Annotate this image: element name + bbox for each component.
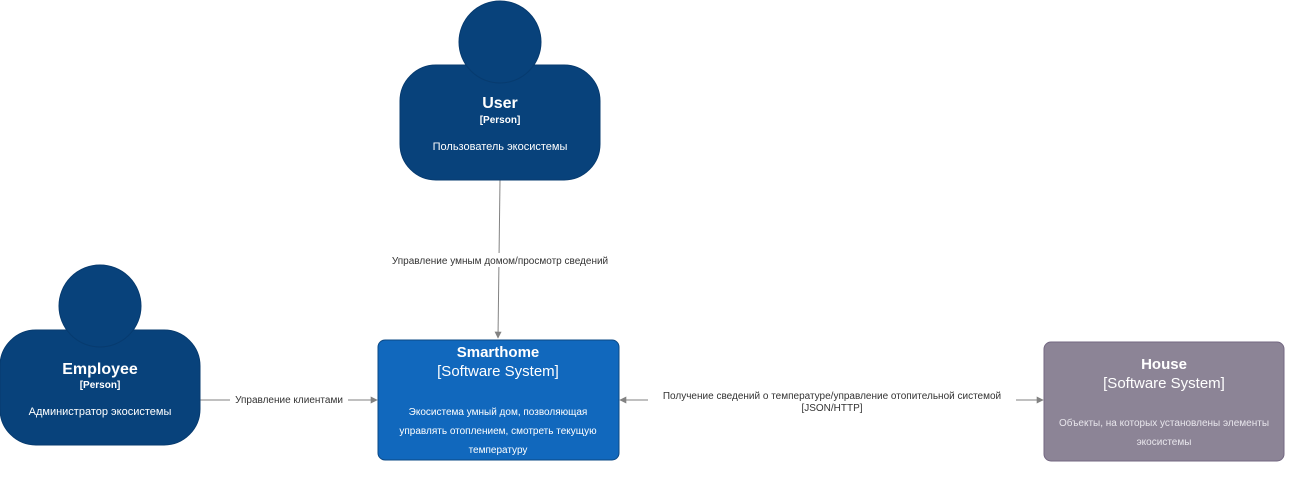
edge-label-background [648,389,1016,415]
person-employee[interactable]: Employee [Person] Администратор экосисте… [0,264,201,446]
system-name: Smarthome [457,344,540,361]
edge-employee-to-smarthome[interactable]: Управление клиентами [200,393,378,407]
edge-smarthome-to-house[interactable]: Получение сведений о температуре/управле… [619,389,1044,415]
system-description-line: экосистемы [1137,437,1192,448]
edge-label-background [230,393,348,407]
software-system-house[interactable]: House [Software System] Объекты, на кото… [1043,341,1285,462]
system-type: [Software System] [1103,375,1225,392]
edge-technology-label: [JSON/HTTP] [801,403,862,414]
system-description-line: Экосистема умный дом, позволяющая [409,407,588,418]
edge-label: Управление клиентами [235,395,343,406]
system-box [1043,341,1285,462]
edge-label: Управление умным домом/просмотр сведений [392,256,608,267]
system-name: House [1141,356,1187,373]
person-name: User [482,95,518,112]
software-system-smarthome[interactable]: Smarthome [Software System] Экосистема у… [377,339,620,461]
system-description-line: управлять отоплением, смотреть текущую [399,426,597,437]
person-user[interactable]: User [Person] Пользователь экосистемы [399,0,601,181]
person-type: [Person] [480,115,521,126]
person-head-icon [458,0,542,84]
person-description: Пользователь экосистемы [433,141,568,153]
system-box [377,339,620,461]
system-description-line: температуру [469,445,528,456]
system-description-line: Объекты, на которых установлены элементы [1059,417,1269,429]
edge-label-background [382,253,618,267]
edge-label: Получение сведений о температуре/управле… [663,391,1001,402]
system-type: [Software System] [437,363,559,380]
person-description: Администратор экосистемы [29,406,172,418]
edge-user-to-smarthome[interactable]: Управление умным домом/просмотр сведений [382,179,618,339]
person-name: Employee [62,361,138,378]
person-type: [Person] [80,380,121,391]
person-head-icon [58,264,142,348]
